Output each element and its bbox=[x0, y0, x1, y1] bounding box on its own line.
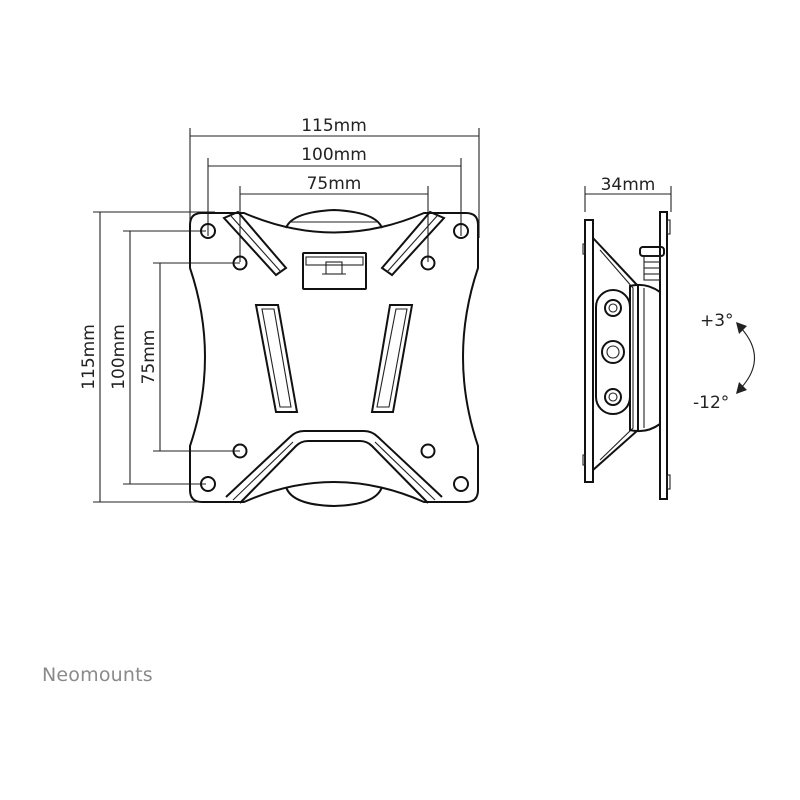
brand-logo: Neomounts bbox=[42, 664, 153, 686]
dim-width-115: 115mm bbox=[301, 116, 367, 136]
tilt-arrow bbox=[740, 327, 755, 389]
tilt-up-label: +3° bbox=[700, 311, 734, 331]
pivot-housing bbox=[595, 289, 631, 415]
dim-height-100: 100mm bbox=[109, 324, 129, 390]
wall-plate-profile bbox=[584, 219, 594, 483]
front-plate bbox=[189, 208, 479, 508]
dim-depth-34: 34mm bbox=[601, 175, 656, 195]
dim-width-100: 100mm bbox=[301, 145, 367, 165]
tilt-down-label: -12° bbox=[693, 393, 729, 413]
locking-latch bbox=[302, 252, 367, 290]
dim-height-115: 115mm bbox=[79, 324, 99, 390]
side-view: 34mm bbox=[582, 175, 672, 500]
front-dimensions: 115mm 100mm 75mm 115mm 100mm 75mm bbox=[79, 116, 480, 503]
dim-width-75: 75mm bbox=[307, 174, 362, 194]
tilt-indicator: +3° -12° bbox=[693, 311, 755, 413]
vesa-plate-outline bbox=[189, 212, 479, 503]
dim-height-75: 75mm bbox=[139, 330, 159, 385]
mounting-holes bbox=[200, 223, 469, 492]
